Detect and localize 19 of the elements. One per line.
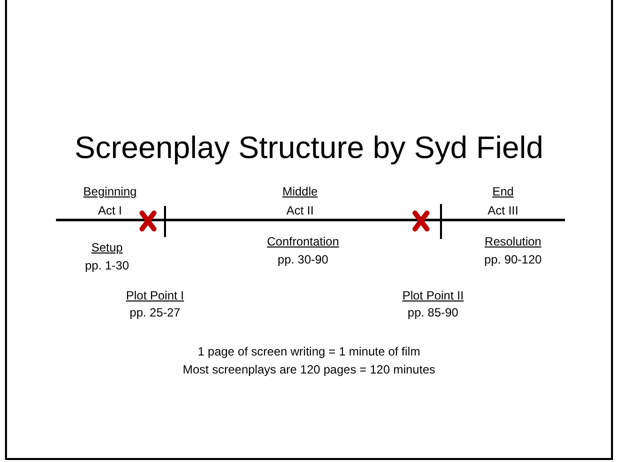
- timeline-label: End: [492, 184, 514, 200]
- timeline-label: Act III: [488, 204, 518, 218]
- timeline-label: Middle: [282, 184, 318, 200]
- timeline-label: Beginning: [83, 184, 137, 200]
- timeline-label: Confrontation: [266, 234, 340, 250]
- timeline-label: Plot Point II: [402, 288, 464, 304]
- timeline-label: Most screenplays are 120 pages = 120 minutes: [182, 362, 436, 378]
- timeline-label: Plot Point I: [126, 288, 184, 304]
- timeline-label: Act I: [98, 204, 122, 218]
- timeline-label: 1 page of screen writing = 1 minute of film: [198, 344, 420, 360]
- timeline-label: pp. 30-90: [278, 252, 328, 268]
- timeline-label: pp. 25-27: [130, 306, 180, 320]
- timeline-label: pp. 90-120: [484, 252, 542, 268]
- timeline-label: Resolution: [484, 234, 542, 250]
- title: Screenplay Structure by Syd Field: [74, 129, 544, 167]
- timeline-label: pp. 1-30: [84, 258, 130, 274]
- timeline-label: Act II: [286, 204, 314, 218]
- timeline-label: Setup: [91, 240, 123, 256]
- timeline-label: pp. 85-90: [408, 306, 458, 320]
